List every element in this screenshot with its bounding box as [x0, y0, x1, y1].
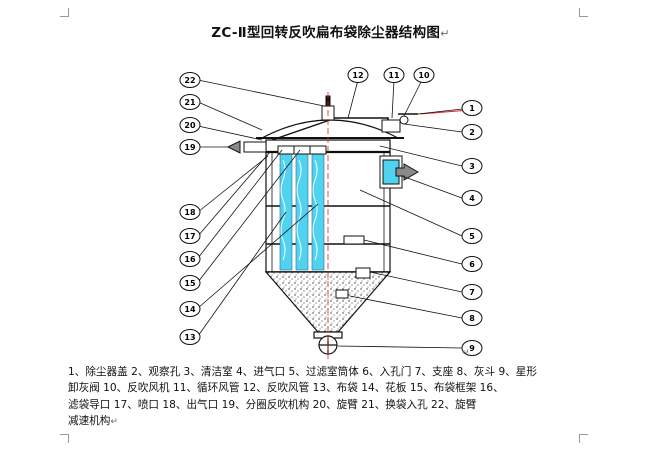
callout-15: 15 — [179, 275, 201, 291]
callout-6: 6 — [461, 256, 483, 272]
leader-lines — [197, 79, 463, 349]
callout-8: 8 — [461, 310, 483, 326]
page-corner-mark — [60, 8, 69, 17]
manhole-door — [343, 235, 365, 245]
bag-guide-mouths — [277, 145, 327, 155]
callout-3: 3 — [461, 158, 483, 174]
callout-label: 17 — [184, 232, 195, 241]
paragraph-mark: ↵ — [110, 417, 118, 428]
callout-label: 14 — [184, 305, 196, 314]
filter-bag — [295, 153, 309, 271]
cover-dome — [261, 119, 399, 139]
hopper-port — [335, 289, 349, 299]
callout-20: 20 — [179, 117, 201, 133]
callout-label: 1 — [469, 104, 475, 113]
callout-12: 12 — [347, 67, 369, 83]
callout-label: 8 — [469, 314, 475, 323]
callout-13: 13 — [179, 329, 201, 345]
filter-bags — [279, 153, 325, 271]
callout-label: 7 — [469, 288, 475, 297]
page-corner-mark — [579, 8, 588, 17]
legend-line: 滤袋导口 17、喷口 18、出气口 19、分圈反吹机构 20、旋臂 21、换袋入… — [68, 398, 477, 411]
callout-1: 1 — [461, 100, 483, 116]
legend-line: 卸灰阀 10、反吹风机 11、循环风管 12、反吹风管 13、布袋 14、花板 … — [68, 382, 504, 395]
callout-label: 3 — [469, 162, 475, 171]
callout-label: 22 — [184, 76, 195, 85]
callout-label: 2 — [469, 128, 475, 137]
callout-label: 5 — [469, 232, 475, 241]
callout-10: 10 — [413, 67, 435, 83]
parts-legend: 1、除尘器盖 2、观察孔 3、清洁室 4、进气口 5、过滤室筒体 6、入孔门 7… — [68, 364, 578, 431]
callout-17: 17 — [179, 228, 201, 244]
diagram-title: ZC-Ⅱ型回转反吹扁布袋除尘器结构图↵ — [0, 21, 661, 41]
callout-4: 4 — [461, 190, 483, 206]
callout-7: 7 — [461, 284, 483, 300]
callout-9: 9 — [461, 340, 483, 356]
callout-18: 18 — [179, 204, 201, 220]
filter-bag — [311, 153, 325, 271]
page-corner-mark — [579, 434, 588, 443]
callout-label: 18 — [184, 208, 196, 217]
callout-label: 9 — [469, 344, 475, 353]
callout-label: 15 — [184, 279, 196, 288]
legend-line: 1、除尘器盖 2、观察孔 3、清洁室 4、进气口 5、过滤室筒体 6、入孔门 7… — [68, 366, 537, 378]
callout-label: 13 — [184, 333, 195, 342]
backblow-fan — [334, 113, 418, 133]
callout-16: 16 — [179, 251, 201, 267]
support-leg — [355, 267, 371, 279]
callout-label: 6 — [469, 260, 475, 269]
callout-19: 19 — [179, 139, 201, 155]
air-outlet — [226, 140, 267, 154]
callout-2: 2 — [461, 124, 483, 140]
callout-21: 21 — [179, 94, 201, 110]
page-corner-mark — [60, 434, 69, 443]
callout-5: 5 — [461, 228, 483, 244]
callout-label: 12 — [352, 71, 363, 80]
callout-label: 16 — [184, 255, 196, 264]
callout-label: 21 — [184, 98, 196, 107]
callout-label: 19 — [184, 143, 196, 152]
diagram-title-text: ZC-Ⅱ型回转反吹扁布袋除尘器结构图 — [211, 25, 441, 41]
callouts: 1 2 3 4 5 6 7 8 9 10 11 12 13 14 15 16 1… — [179, 67, 483, 356]
callout-label: 20 — [184, 121, 196, 130]
callout-label: 11 — [388, 71, 400, 80]
legend-line-text: 减速机构 — [68, 415, 111, 428]
paragraph-mark: ↵ — [440, 27, 450, 40]
paragraph-mark: ↵ — [462, 348, 470, 358]
callout-11: 11 — [383, 67, 405, 83]
air-inlet — [379, 155, 420, 189]
inlet-arrow-icon — [395, 163, 420, 181]
legend-line: 减速机构↵ — [68, 413, 578, 430]
red-marker-line — [419, 109, 471, 115]
callout-22: 22 — [179, 72, 201, 88]
outlet-arrow-icon — [226, 140, 241, 154]
callout-14: 14 — [179, 301, 201, 317]
callout-label: 10 — [418, 71, 430, 80]
callout-label: 4 — [469, 194, 475, 203]
